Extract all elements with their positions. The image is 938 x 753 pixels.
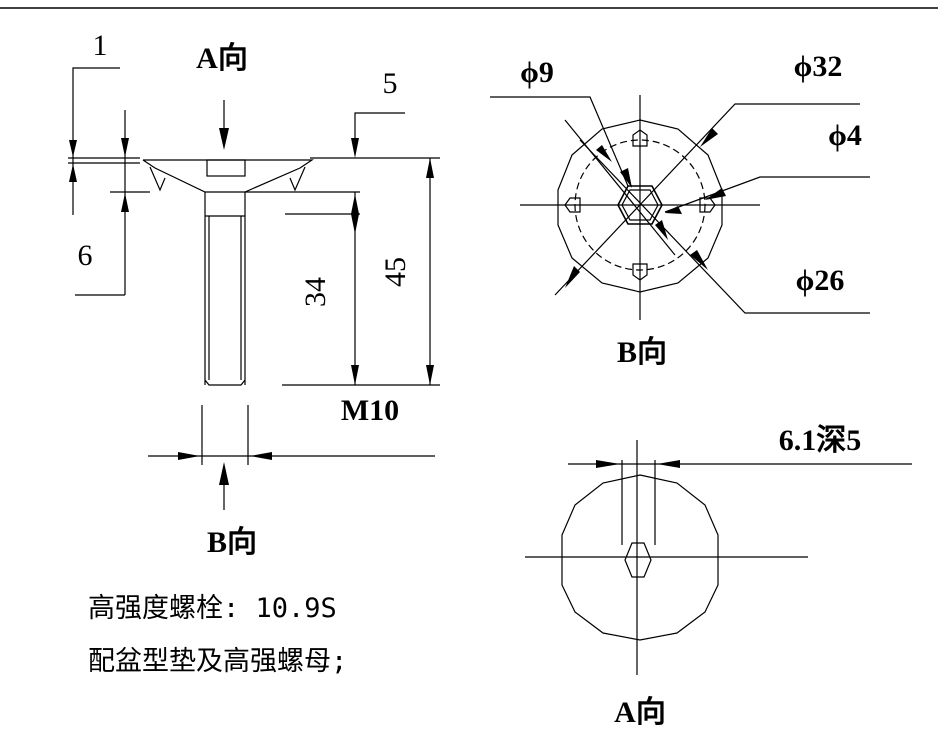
center-hex bbox=[617, 185, 663, 225]
arrow-head bbox=[705, 188, 726, 200]
arrow-head bbox=[596, 145, 612, 162]
arrow-head bbox=[665, 206, 682, 214]
phi9-label: ϕ9 bbox=[520, 56, 554, 89]
arrow-head bbox=[351, 365, 359, 385]
tooth-left bbox=[149, 166, 166, 192]
dim-1-6: 1 6 bbox=[68, 29, 150, 296]
arrow-head bbox=[657, 460, 680, 468]
note-line-1: 高强度螺栓: 10.9S bbox=[88, 593, 337, 624]
phi9-line-2 bbox=[564, 119, 676, 256]
dim-45-label: 45 bbox=[379, 257, 412, 287]
arrow-head bbox=[655, 220, 668, 240]
phi4-label: ϕ4 bbox=[828, 119, 862, 152]
arrow-head bbox=[219, 128, 229, 150]
thread-label: M10 bbox=[341, 394, 399, 427]
arrow-head bbox=[565, 266, 580, 288]
dim-1-label: 1 bbox=[93, 29, 108, 62]
arrow-head bbox=[426, 158, 434, 178]
view-label-b-front: B向 bbox=[207, 526, 257, 559]
tooth-top bbox=[632, 129, 648, 147]
arrow-head bbox=[121, 193, 129, 212]
arrow-head bbox=[178, 452, 200, 460]
arrow-head bbox=[690, 250, 708, 270]
phi4-leader bbox=[664, 176, 870, 213]
bolt-end bbox=[204, 379, 246, 386]
arrow-head bbox=[219, 462, 229, 485]
arrow-head bbox=[69, 164, 77, 182]
arrow-head bbox=[250, 452, 272, 460]
dim-34-label: 34 bbox=[299, 277, 332, 307]
dim-5-34-45: 5 34 45 bbox=[245, 67, 440, 386]
bolt-front-view bbox=[142, 159, 314, 386]
hex-depth-label: 6.1深5 bbox=[779, 424, 862, 457]
center-hex-inner bbox=[621, 189, 659, 221]
dim-5-leader bbox=[354, 112, 405, 140]
dim-1-leader bbox=[72, 67, 120, 215]
view-b: ϕ9 ϕ32 ϕ4 ϕ26 B向 bbox=[490, 50, 870, 369]
tooth-left bbox=[564, 197, 581, 213]
slot-hex bbox=[624, 542, 652, 578]
phi26-leader bbox=[579, 139, 870, 314]
arrow-head bbox=[351, 214, 359, 234]
arrow-head bbox=[620, 168, 632, 188]
arrow-head bbox=[351, 194, 359, 214]
arrow-head bbox=[121, 138, 129, 157]
note-line-2: 配盆型垫及高强螺母; bbox=[88, 646, 347, 677]
view-a: 6.1深5 A向 bbox=[525, 424, 912, 729]
arrow-head bbox=[700, 128, 718, 147]
phi32-label: ϕ32 bbox=[794, 50, 843, 83]
phi26-label: ϕ26 bbox=[796, 264, 845, 297]
phi9-leader bbox=[490, 96, 629, 187]
dim-5-label: 5 bbox=[383, 67, 398, 100]
phi32-leader bbox=[554, 103, 860, 296]
view-label-a-top: A向 bbox=[196, 42, 248, 75]
dim-6-label: 6 bbox=[78, 239, 93, 272]
tooth-right bbox=[289, 166, 306, 192]
view-arrow-a-top: A向 bbox=[196, 42, 248, 150]
arrow-head bbox=[69, 140, 77, 157]
arrow-head bbox=[426, 365, 434, 385]
arrow-head bbox=[596, 460, 620, 468]
head-polygon bbox=[561, 474, 719, 641]
dim-bottom-width: B向 bbox=[148, 405, 435, 559]
hex-socket bbox=[206, 159, 246, 177]
view-label-a-side: A向 bbox=[614, 696, 666, 729]
view-label-b-side: B向 bbox=[617, 336, 667, 369]
arrow-head bbox=[351, 138, 359, 158]
tooth-right bbox=[699, 197, 716, 213]
tooth-bottom bbox=[632, 263, 648, 281]
